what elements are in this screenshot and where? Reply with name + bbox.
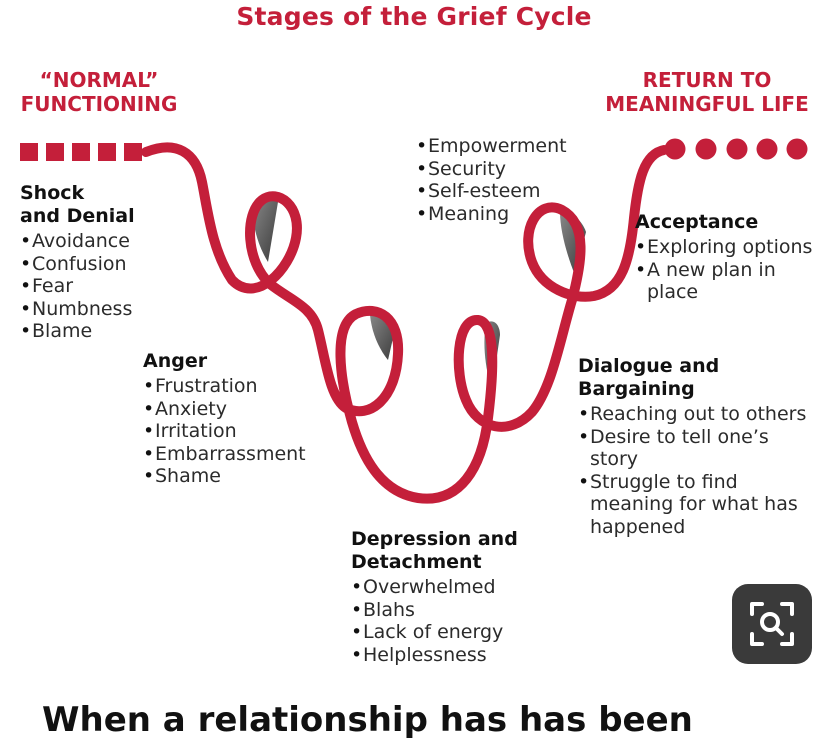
stage-heading: Dialogue and Bargaining bbox=[578, 355, 818, 401]
end-dots bbox=[664, 138, 808, 160]
list-item: Blame bbox=[20, 320, 170, 343]
stage-items: Empowerment Security Self-esteem Meaning bbox=[416, 135, 586, 225]
end-dot bbox=[664, 138, 686, 160]
start-square bbox=[46, 143, 64, 161]
list-item: Security bbox=[416, 158, 586, 181]
list-item: Anxiety bbox=[143, 398, 323, 421]
list-item-line: A new plan in bbox=[647, 258, 776, 281]
start-label: “NORMAL” FUNCTIONING bbox=[14, 68, 184, 116]
stage-shock-and-denial: Shock and Denial Avoidance Confusion Fea… bbox=[20, 182, 170, 343]
stage-dialogue-and-bargaining: Dialogue and Bargaining Reaching out to … bbox=[578, 355, 818, 538]
ribbon-twist bbox=[252, 198, 278, 262]
stage-positive-outcomes: Empowerment Security Self-esteem Meaning bbox=[416, 135, 586, 225]
list-item-line: Struggle to find bbox=[590, 470, 738, 493]
stage-heading-line: Dialogue and bbox=[578, 355, 720, 377]
start-square bbox=[98, 143, 116, 161]
page-title: Stages of the Grief Cycle bbox=[236, 2, 592, 31]
end-dot bbox=[695, 138, 717, 160]
stage-heading: Depression and Detachment bbox=[351, 528, 541, 574]
stage-heading: Shock and Denial bbox=[20, 182, 170, 228]
stage-heading-line: Shock bbox=[20, 182, 85, 204]
list-item: Desire to tell one’s story bbox=[578, 426, 818, 471]
list-item: Helplessness bbox=[351, 644, 541, 667]
list-item: Empowerment bbox=[416, 135, 586, 158]
stage-heading-line: Bargaining bbox=[578, 378, 695, 400]
list-item: Exploring options bbox=[635, 236, 820, 259]
stage-heading: Anger bbox=[143, 350, 208, 372]
stage-heading-line: Detachment bbox=[351, 551, 482, 573]
end-label: RETURN TO MEANINGFUL LIFE bbox=[600, 68, 814, 116]
stage-anger: Anger Frustration Anxiety Irritation Emb… bbox=[143, 350, 323, 488]
stage-heading: Acceptance bbox=[635, 211, 759, 233]
stage-depression-and-detachment: Depression and Detachment Overwhelmed Bl… bbox=[351, 528, 541, 666]
search-zoom-icon bbox=[750, 602, 794, 646]
stage-items: Frustration Anxiety Irritation Embarrass… bbox=[143, 375, 323, 488]
bottom-caption: When a relationship has has been bbox=[42, 700, 693, 740]
start-squares bbox=[20, 143, 142, 161]
stage-items: Avoidance Confusion Fear Numbness Blame bbox=[20, 230, 170, 343]
list-item-line: place bbox=[647, 281, 699, 303]
zoom-search-button[interactable] bbox=[732, 584, 812, 664]
start-square bbox=[20, 143, 38, 161]
end-dot bbox=[786, 138, 808, 160]
list-item: Shame bbox=[143, 465, 323, 488]
list-item: Embarrassment bbox=[143, 443, 323, 466]
start-square bbox=[124, 143, 142, 161]
start-label-line-2: FUNCTIONING bbox=[20, 92, 178, 116]
stage-items: Exploring options A new plan in place bbox=[635, 236, 820, 304]
list-item: A new plan in place bbox=[635, 259, 820, 304]
stage-items: Reaching out to others Desire to tell on… bbox=[578, 403, 818, 538]
start-label-line-1: “NORMAL” bbox=[39, 68, 159, 92]
list-item-line: happened bbox=[590, 515, 686, 538]
list-item: Struggle to find meaning for what has ha… bbox=[578, 471, 818, 539]
list-item: Lack of energy bbox=[351, 621, 541, 644]
stage-heading-line: and Denial bbox=[20, 205, 135, 227]
stage-acceptance: Acceptance Exploring options A new plan … bbox=[635, 211, 820, 304]
end-label-line-2: MEANINGFUL LIFE bbox=[605, 92, 809, 116]
list-item: Reaching out to others bbox=[578, 403, 818, 426]
end-label-line-1: RETURN TO bbox=[642, 68, 772, 92]
list-item: Meaning bbox=[416, 203, 586, 226]
end-dot bbox=[756, 138, 778, 160]
list-item: Fear bbox=[20, 275, 170, 298]
end-dot bbox=[726, 138, 748, 160]
list-item: Overwhelmed bbox=[351, 576, 541, 599]
list-item-line: meaning for what has bbox=[590, 493, 798, 515]
stage-items: Overwhelmed Blahs Lack of energy Helples… bbox=[351, 576, 541, 666]
list-item: Irritation bbox=[143, 420, 323, 443]
list-item: Numbness bbox=[20, 298, 170, 321]
list-item: Frustration bbox=[143, 375, 323, 398]
list-item: Avoidance bbox=[20, 230, 170, 253]
stage-heading-line: Depression and bbox=[351, 528, 518, 550]
start-square bbox=[72, 143, 90, 161]
list-item: Self-esteem bbox=[416, 180, 586, 203]
list-item: Confusion bbox=[20, 253, 170, 276]
list-item: Blahs bbox=[351, 599, 541, 622]
